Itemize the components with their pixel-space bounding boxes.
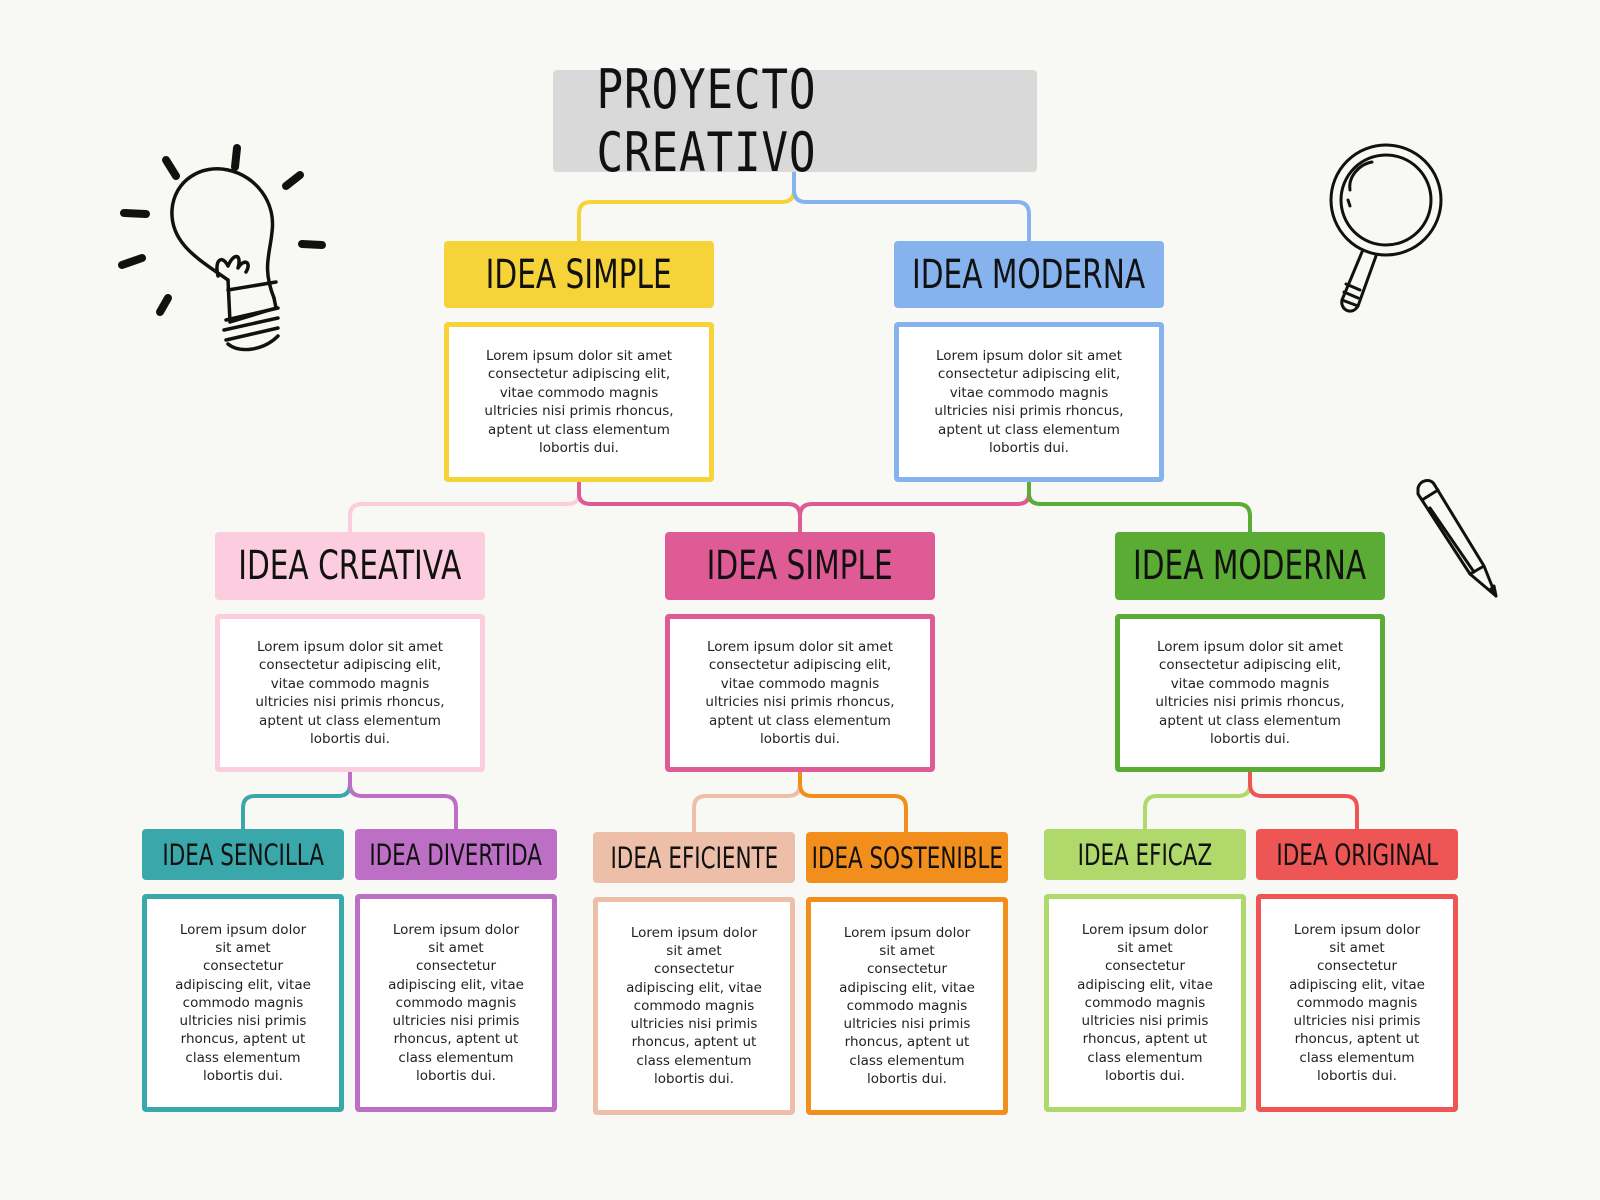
- node-box-idea-eficaz: Lorem ipsum dolor sit amet consectetur a…: [1044, 894, 1246, 1112]
- node-header-label: IDEA SENCILLA: [162, 837, 324, 872]
- connector-eficaz: [1143, 770, 1252, 831]
- node-header-label: IDEA SIMPLE: [707, 543, 893, 589]
- pencil-icon: [1416, 479, 1498, 598]
- connector-divertida: [348, 770, 458, 831]
- node-header-idea-eficiente: IDEA EFICIENTE: [593, 832, 795, 883]
- connector-l1-creativa: [348, 480, 581, 534]
- node-box-idea-moderna: Lorem ipsum dolor sit amet consectetur a…: [894, 322, 1164, 482]
- connector-eficiente: [692, 770, 802, 834]
- connector-l1-simple: [577, 480, 802, 534]
- node-header-label: IDEA EFICAZ: [1077, 837, 1213, 872]
- node-header-idea-eficaz: IDEA EFICAZ: [1044, 829, 1246, 880]
- node-header-idea-moderna: IDEA MODERNA: [894, 241, 1164, 308]
- node-header-label: IDEA DIVERTIDA: [369, 837, 543, 872]
- connector-sostenible: [798, 770, 908, 834]
- node-header-label: IDEA MODERNA: [1133, 543, 1367, 589]
- node-header-idea-divertida: IDEA DIVERTIDA: [355, 829, 557, 880]
- connector-root-right: [792, 171, 1031, 243]
- node-header-idea-original: IDEA ORIGINAL: [1256, 829, 1458, 880]
- node-box-idea-divertida: Lorem ipsum dolor sit amet consectetur a…: [355, 894, 557, 1112]
- node-header-label: IDEA EFICIENTE: [610, 840, 778, 875]
- node-header-idea-simple-2: IDEA SIMPLE: [665, 532, 935, 600]
- connector-sencilla: [241, 770, 352, 831]
- node-header-idea-moderna-2: IDEA MODERNA: [1115, 532, 1385, 600]
- page-title: PROYECTO CREATIVO: [553, 58, 1037, 184]
- lightbulb-icon: [118, 144, 326, 352]
- connector-original: [1248, 770, 1359, 831]
- node-box-idea-creativa: Lorem ipsum dolor sit amet consectetur a…: [215, 614, 485, 772]
- node-header-label: IDEA MODERNA: [912, 251, 1146, 298]
- node-header-idea-creativa: IDEA CREATIVA: [215, 532, 485, 600]
- node-header-label: IDEA CREATIVA: [238, 543, 462, 589]
- node-box-idea-simple-2: Lorem ipsum dolor sit amet consectetur a…: [665, 614, 935, 772]
- node-box-idea-sencilla: Lorem ipsum dolor sit amet consectetur a…: [142, 894, 344, 1112]
- node-header-label: IDEA SIMPLE: [486, 251, 672, 298]
- node-box-idea-sostenible: Lorem ipsum dolor sit amet consectetur a…: [806, 897, 1008, 1115]
- node-header-label: IDEA ORIGINAL: [1276, 837, 1438, 872]
- node-header-idea-sencilla: IDEA SENCILLA: [142, 829, 344, 880]
- magnifying-glass-icon: [1329, 143, 1443, 313]
- page-title-text: PROYECTO CREATIVO: [596, 58, 817, 184]
- node-box-idea-moderna-2: Lorem ipsum dolor sit amet consectetur a…: [1115, 614, 1385, 772]
- connector-l2-simple-right: [798, 480, 1031, 534]
- node-box-idea-original: Lorem ipsum dolor sit amet consectetur a…: [1256, 894, 1458, 1112]
- node-header-idea-simple: IDEA SIMPLE: [444, 241, 714, 308]
- node-header-label: IDEA SOSTENIBLE: [811, 840, 1003, 875]
- node-box-idea-eficiente: Lorem ipsum dolor sit amet consectetur a…: [593, 897, 795, 1115]
- node-header-idea-sostenible: IDEA SOSTENIBLE: [806, 832, 1008, 883]
- node-box-idea-simple: Lorem ipsum dolor sit amet consectetur a…: [444, 322, 714, 482]
- connector-l1-moderna: [1027, 480, 1252, 534]
